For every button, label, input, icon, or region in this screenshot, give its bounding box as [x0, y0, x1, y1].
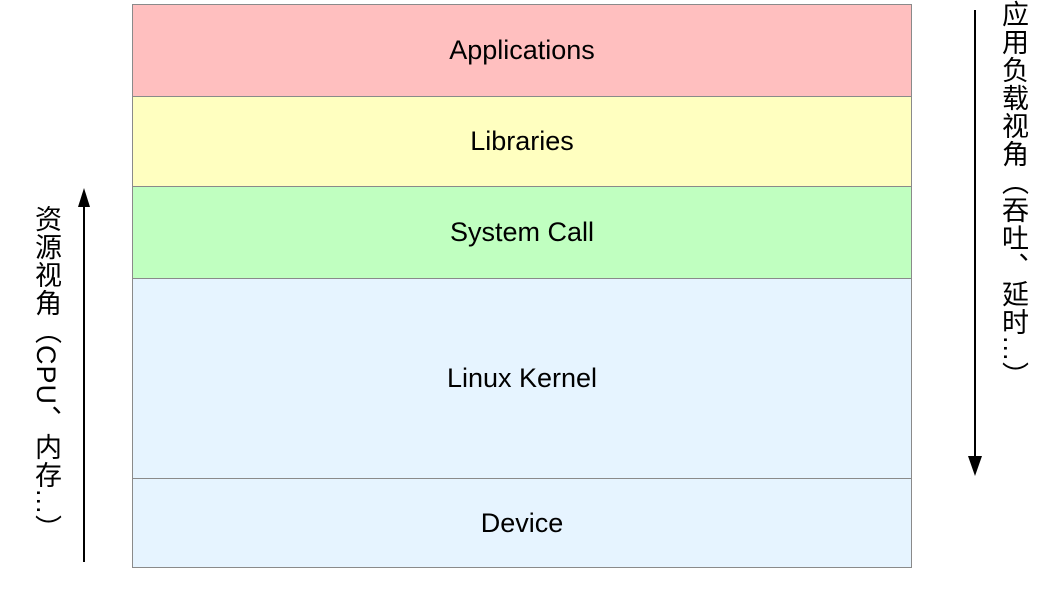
resource-arrow: [78, 188, 90, 562]
workload-perspective-label: 应用负载视角（吞吐、延时...）: [998, 0, 1028, 390]
layer-system-call: System Call: [132, 186, 912, 279]
layer-linux-kernel: Linux Kernel: [132, 278, 912, 479]
resource-perspective-label: 资源视角（CPU、内存...）: [31, 205, 61, 543]
layer-stack: Applications Libraries System Call Linux…: [132, 4, 912, 568]
layer-applications: Applications: [132, 4, 912, 97]
layer-device: Device: [132, 478, 912, 568]
workload-arrow: [968, 10, 982, 476]
